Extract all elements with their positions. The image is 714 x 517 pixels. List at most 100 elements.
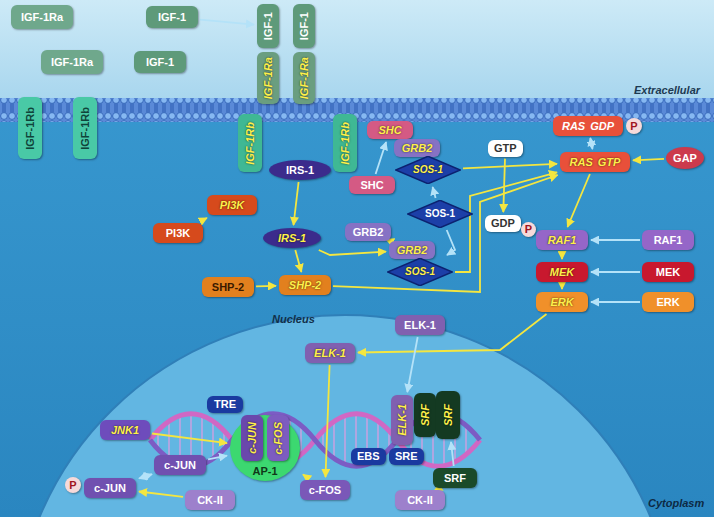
node-text: RAF1	[654, 234, 683, 247]
signal-arrow	[591, 239, 640, 241]
node-text: RAS	[570, 156, 593, 169]
protein-box: RASGDP	[553, 116, 623, 136]
protein-box: GRB2	[345, 223, 391, 241]
protein-box: MEK	[536, 262, 588, 282]
receptor-box: IGF-1Ra	[257, 52, 279, 104]
protein-box: MEK	[642, 262, 694, 282]
ligand-box: IGF-1	[293, 4, 315, 48]
node-text: IGF-1Rb	[244, 122, 257, 165]
node-text: ELK-1	[396, 404, 409, 436]
protein-diamond: SOS-1	[407, 200, 473, 228]
dna-rung	[333, 423, 335, 457]
signal-arrow	[256, 285, 276, 287]
node-text: P	[630, 120, 637, 133]
node-text: GDP	[491, 217, 515, 230]
node-text: GRB2	[402, 142, 433, 155]
receptor-box: IGF-1Ra	[11, 5, 73, 29]
region-label: Cytoplasm	[648, 497, 704, 509]
node-text: IGF-1Ra	[298, 57, 311, 99]
node-text: SHC	[360, 179, 383, 192]
complex-ellipse: AP-1c-JUNc-FOS	[230, 415, 300, 481]
node-text: MEK	[550, 266, 574, 279]
protein-box: ERK	[536, 292, 588, 312]
node-text: c-FOS	[309, 484, 341, 497]
protein-box: RAF1	[642, 230, 694, 250]
protein-box: c-JUN	[84, 478, 136, 498]
nucleotide-box: GDP	[485, 215, 521, 232]
node-text: SRF	[442, 404, 455, 426]
node-text: SHP-2	[289, 279, 321, 292]
node-text: ELK-1	[314, 347, 346, 360]
node-text: IGF-1	[298, 12, 311, 40]
protein-box: SHP-2	[202, 277, 254, 297]
signal-arrow	[451, 442, 454, 466]
protein-box: c-FOS	[267, 415, 289, 461]
signal-arrow	[326, 365, 330, 477]
signal-arrow	[568, 174, 590, 227]
receptor-box: IGF-1Ra	[41, 50, 103, 74]
receptor-box: IGF-1Rb	[18, 97, 42, 159]
phospho-circle: P	[65, 477, 81, 493]
node-text: SRF	[444, 472, 466, 485]
region-label: Extracellular	[634, 84, 700, 96]
node-text: GTP	[494, 142, 517, 155]
node-text: IRS-1	[278, 232, 306, 245]
protein-box: SRF	[414, 393, 436, 437]
nucleus-outline	[15, 315, 675, 517]
node-text: MEK	[656, 266, 680, 279]
signal-arrow	[447, 230, 455, 255]
protein-box: JNK1	[100, 420, 150, 440]
node-text: SRF	[419, 404, 432, 426]
signal-arrow	[201, 218, 207, 221]
dna-rung	[344, 416, 346, 463]
diamond-shape	[388, 258, 453, 285]
node-text: P	[525, 223, 532, 236]
node-text: GTP	[598, 156, 621, 169]
signal-arrow	[319, 250, 386, 255]
protein-box: PI3K	[207, 195, 257, 215]
dna-site-box: TRE	[207, 396, 243, 413]
node-text: IGF-1Ra	[51, 56, 93, 69]
node-text: IGF-1Rb	[24, 107, 37, 150]
protein-box: IRS-1	[263, 228, 321, 248]
node-text: TRE	[214, 398, 236, 411]
protein-box: c-FOS	[300, 480, 350, 500]
node-text: c-JUN	[246, 422, 259, 454]
protein-diamond: SOS-1	[395, 156, 461, 184]
diamond-shape	[396, 156, 461, 183]
protein-box: c-JUN	[241, 415, 263, 461]
protein-box: SRF	[433, 468, 477, 488]
receptor-box: IGF-1Rb	[238, 114, 262, 172]
node-text: PI3K	[220, 199, 244, 212]
receptor-box: IGF-1Ra	[293, 52, 315, 104]
node-text: JNK1	[111, 424, 139, 437]
signal-arrow	[503, 159, 505, 212]
node-text: IGF-1	[146, 56, 174, 69]
signal-arrow	[407, 337, 417, 392]
dna-site-box: EBS	[351, 448, 386, 465]
signal-arrow	[463, 164, 557, 169]
node-text: c-JUN	[94, 482, 126, 495]
protein-box: SRF	[436, 391, 460, 439]
ligand-box: IGF-1	[134, 51, 186, 73]
protein-diamond: SOS-1	[387, 258, 453, 286]
signal-arrow	[152, 434, 227, 444]
receptor-box: IGF-1Rb	[333, 114, 357, 172]
ligand-box: IGF-1	[146, 6, 198, 28]
protein-box: c-JUN	[154, 455, 206, 475]
protein-box: GRB2	[389, 241, 435, 259]
signal-arrow	[333, 175, 558, 292]
protein-box: GRB2	[394, 139, 440, 157]
signal-arrow	[591, 271, 640, 273]
protein-box: PI3K	[153, 223, 203, 243]
protein-box: CK-II	[185, 490, 235, 510]
node-text: RAS	[562, 120, 585, 133]
node-text: SHC	[378, 124, 401, 137]
node-text: IGF-1Ra	[21, 11, 63, 24]
node-text: GAP	[673, 152, 697, 165]
node-text: EBS	[357, 450, 380, 463]
protein-box: RAS GTP	[560, 152, 630, 172]
node-text: IGF-1Ra	[262, 57, 275, 99]
dna-rung	[168, 423, 170, 457]
